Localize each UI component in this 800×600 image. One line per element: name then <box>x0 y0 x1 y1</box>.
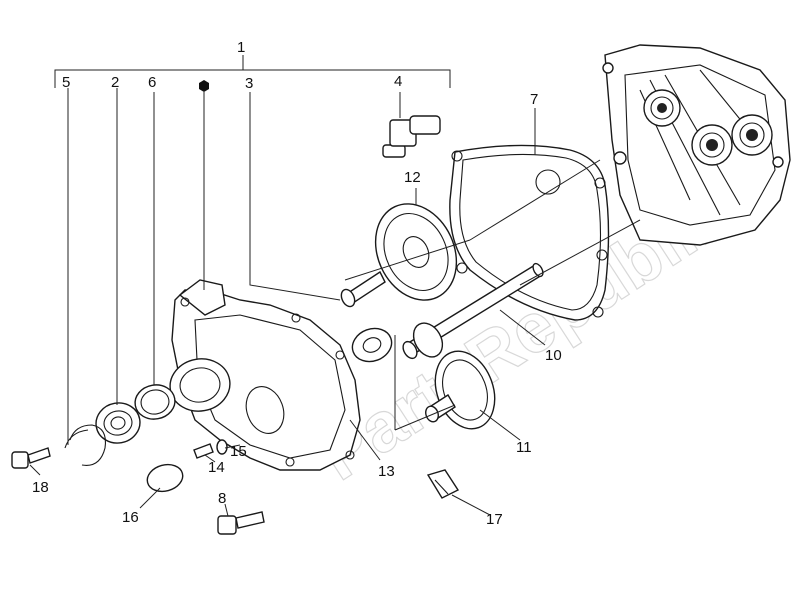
clip-17 <box>426 469 460 499</box>
assembly-bracket <box>54 55 451 88</box>
speedometer-drive <box>382 115 441 158</box>
label-4: 4 <box>394 73 402 90</box>
label-14: 14 <box>208 459 225 476</box>
plug-16 <box>146 463 184 493</box>
label-10: 10 <box>545 347 562 364</box>
gear-12 <box>340 203 458 308</box>
label-3: 3 <box>245 75 253 92</box>
label-5: 5 <box>62 74 70 91</box>
gasket <box>449 144 610 321</box>
transmission-cover <box>169 279 361 471</box>
label-18: 18 <box>32 479 49 496</box>
label-2: 2 <box>111 74 119 91</box>
label-17: 17 <box>486 511 503 528</box>
label-7: 7 <box>530 91 538 108</box>
label-15: 15 <box>230 443 247 460</box>
label-13: 13 <box>378 463 395 480</box>
label-12: 12 <box>404 169 421 186</box>
bolt-8 <box>217 511 265 535</box>
bearing-2 <box>95 402 141 444</box>
label-16: 16 <box>122 509 139 526</box>
bolt-18 <box>11 447 51 469</box>
shaft-10 <box>402 262 544 360</box>
bearing-shaft <box>351 327 393 363</box>
screw-14-15 <box>193 439 228 459</box>
label-8: 8 <box>218 490 226 507</box>
label-11: 11 <box>516 439 532 456</box>
circlip-5 <box>64 424 107 466</box>
leader-lines <box>29 88 641 517</box>
label-1: 1 <box>237 39 245 56</box>
label-6: 6 <box>148 74 156 91</box>
hex-marker-icon <box>199 80 209 92</box>
gearbox-cover <box>602 44 791 246</box>
oil-seal-6 <box>134 384 176 420</box>
